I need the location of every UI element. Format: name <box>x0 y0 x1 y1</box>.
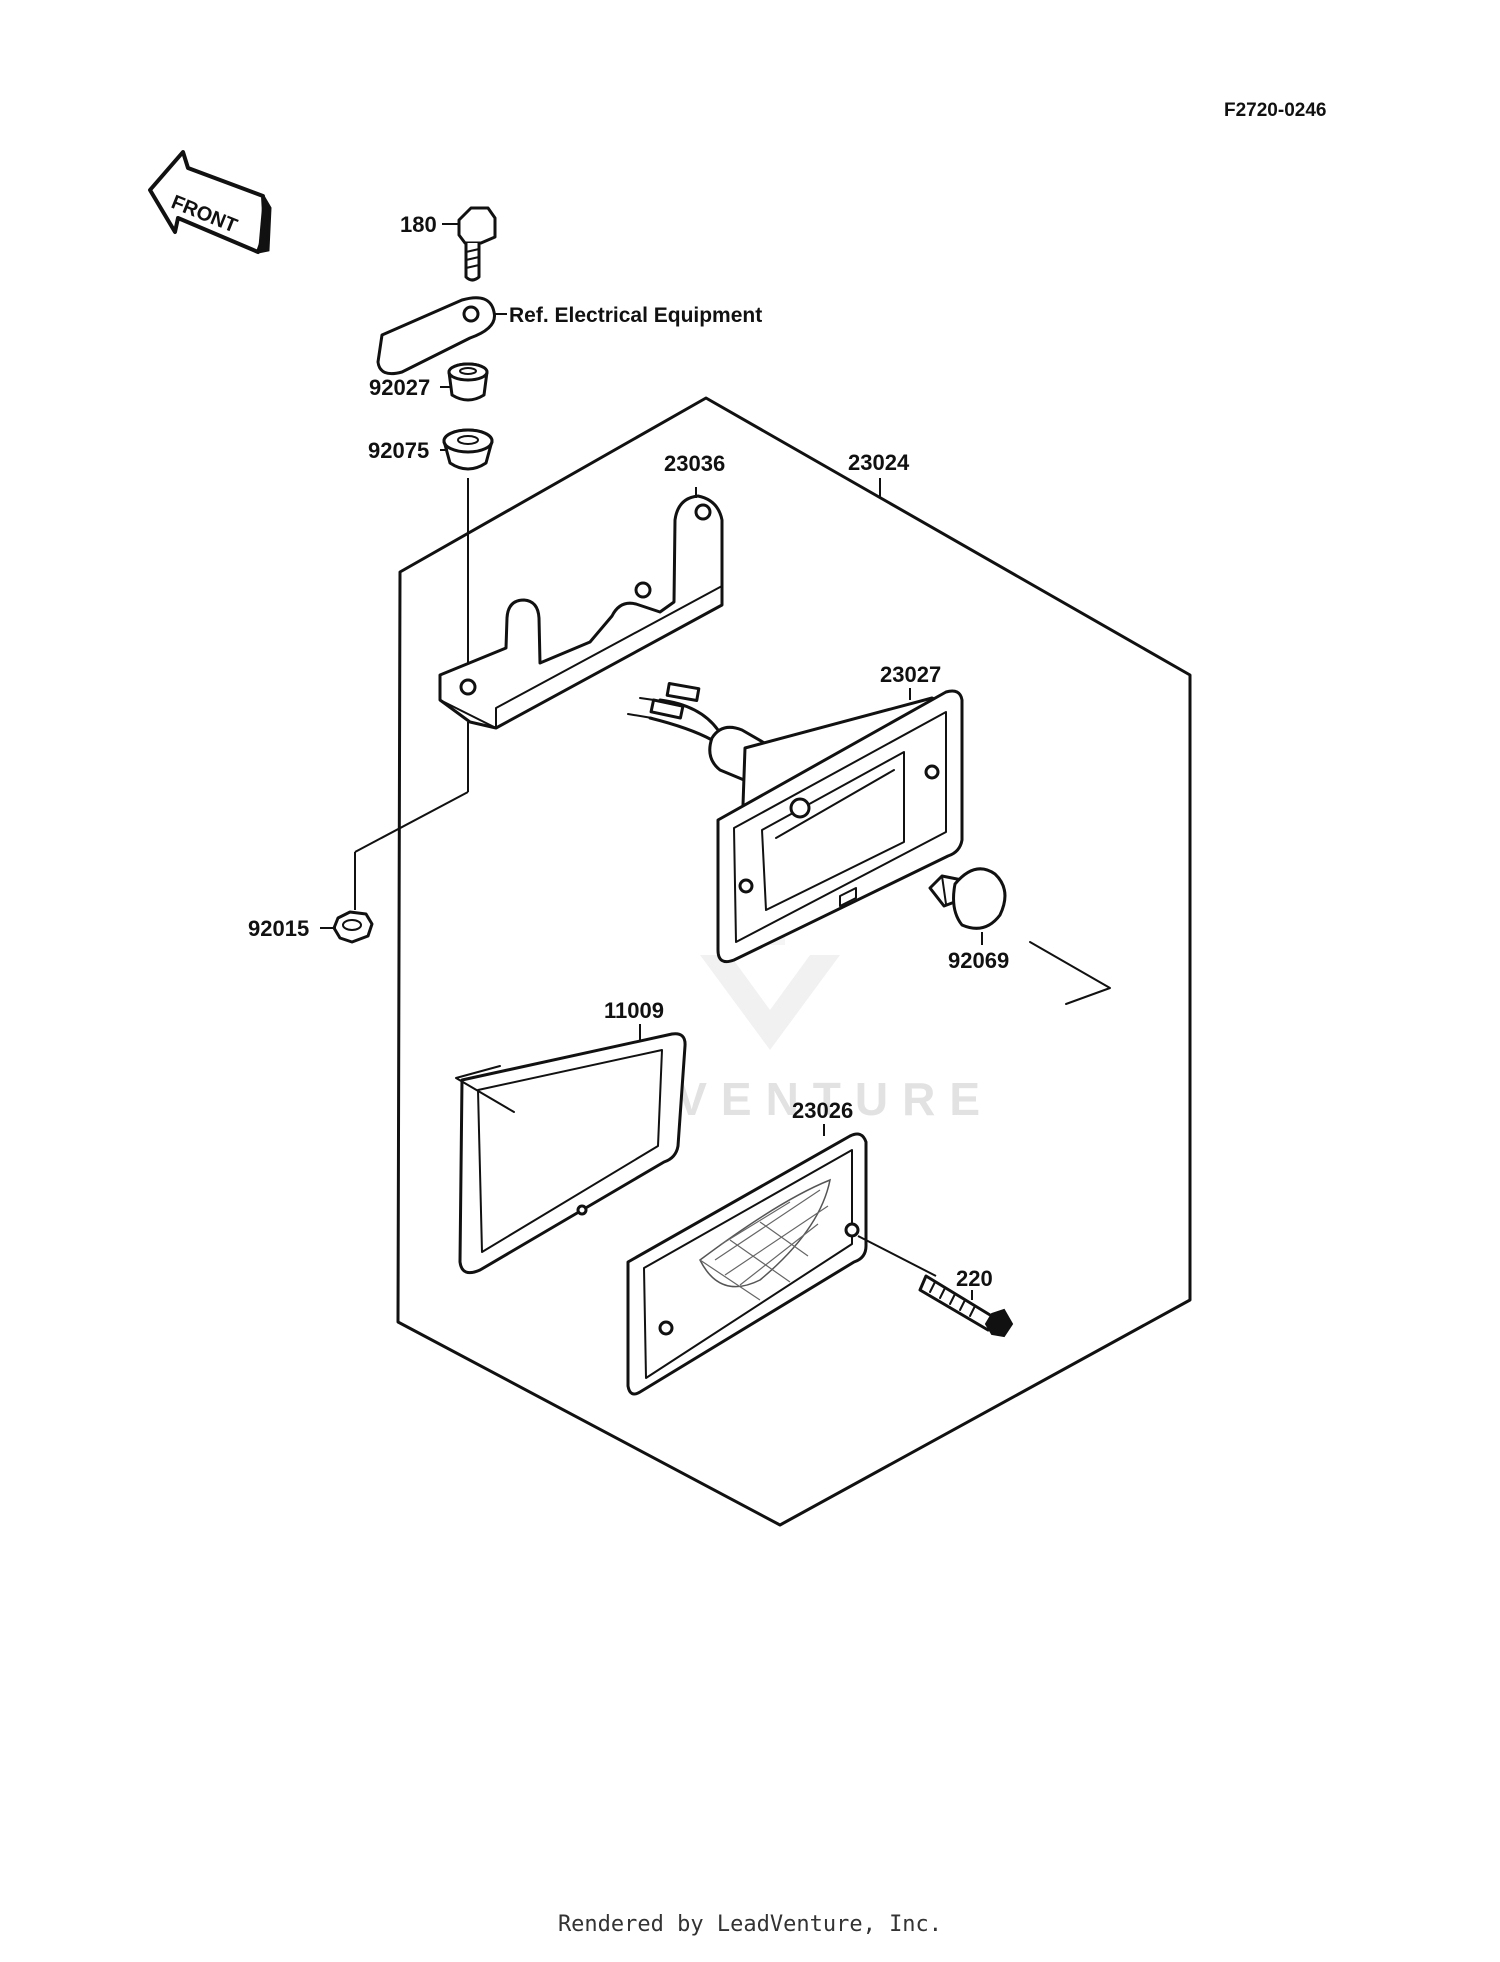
bulb-92069 <box>928 867 1007 930</box>
label-23026: 23026 <box>792 1098 853 1123</box>
label-23027: 23027 <box>880 662 941 687</box>
diagram-code: F2720-0246 <box>1224 100 1326 121</box>
lens-23026 <box>626 1132 868 1396</box>
label-180: 180 <box>400 212 437 237</box>
label-92027: 92027 <box>369 375 430 400</box>
nut-92015 <box>332 910 374 944</box>
bracket-23036 <box>438 494 724 730</box>
collar-92027 <box>447 362 489 402</box>
label-11009: 11009 <box>604 998 664 1023</box>
grommet-92075 <box>442 428 494 471</box>
label-92015: 92015 <box>248 916 309 941</box>
direction-arrow-left <box>455 1065 515 1113</box>
bolt-180 <box>457 206 497 282</box>
label-92069: 92069 <box>948 948 1009 973</box>
label-23036: 23036 <box>664 451 725 476</box>
front-arrow-icon: FRONT <box>148 150 272 254</box>
gasket-11009 <box>458 1032 687 1275</box>
kit-boundary <box>396 396 1192 1527</box>
label-92075: 92075 <box>368 438 429 463</box>
footer-credit: Rendered by LeadVenture, Inc. <box>557 1912 943 1937</box>
direction-arrow-right <box>1029 941 1111 1005</box>
label-23024: 23024 <box>848 450 910 475</box>
screw-220 <box>918 1274 1014 1338</box>
lamp-housing-23027 <box>627 681 964 964</box>
wire-terminal <box>376 296 496 376</box>
ref-electrical-note: Ref. Electrical Equipment <box>509 304 762 327</box>
label-220: 220 <box>956 1266 993 1291</box>
